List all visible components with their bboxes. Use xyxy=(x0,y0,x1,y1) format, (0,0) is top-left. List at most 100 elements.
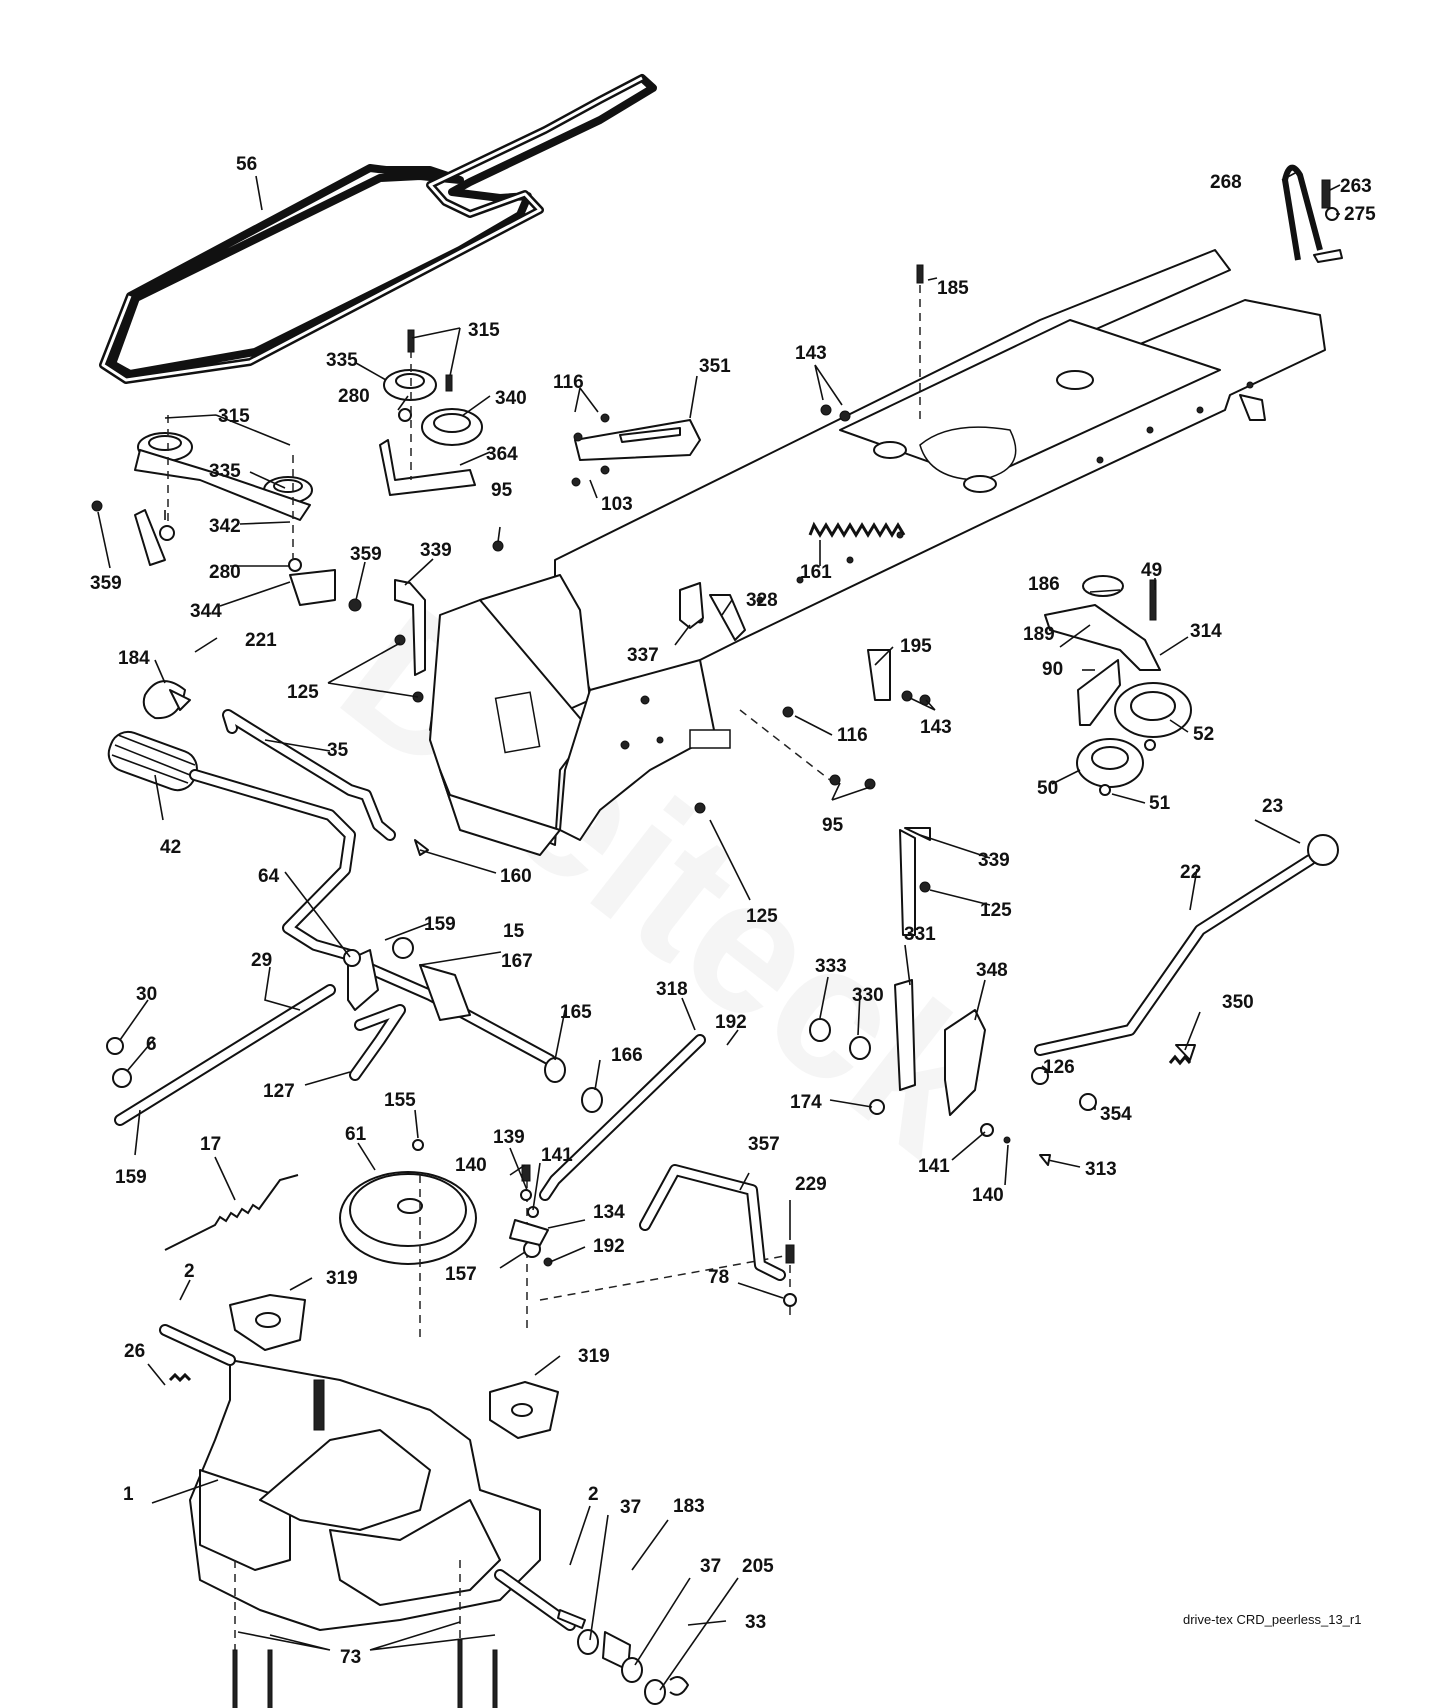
callout-125: 125 xyxy=(287,682,319,703)
callout-23: 23 xyxy=(1262,796,1283,817)
transmission-pulley xyxy=(339,1139,791,1340)
callout-161: 161 xyxy=(800,562,832,583)
callout-33: 33 xyxy=(745,1612,766,1633)
transaxle-assembly xyxy=(159,1294,576,1708)
callout-185: 185 xyxy=(937,278,969,299)
callout-229: 229 xyxy=(795,1174,827,1195)
callout-125: 125 xyxy=(746,906,778,927)
callout-141: 141 xyxy=(541,1145,573,1166)
shift-knob xyxy=(142,680,191,720)
callout-350: 350 xyxy=(1222,992,1254,1013)
callout-221: 221 xyxy=(245,630,277,651)
callout-186: 186 xyxy=(1028,574,1060,595)
idler-pulley-group-left xyxy=(91,415,362,612)
callout-15: 15 xyxy=(503,921,525,942)
chassis-frame xyxy=(429,249,1326,856)
callout-37: 37 xyxy=(620,1497,641,1518)
cross-shaft xyxy=(106,937,603,1126)
callout-183: 183 xyxy=(673,1496,705,1517)
callout-126: 126 xyxy=(1043,1057,1075,1078)
callout-125: 125 xyxy=(980,900,1012,921)
callout-30: 30 xyxy=(136,984,157,1005)
callout-195: 195 xyxy=(900,636,932,657)
callout-318: 318 xyxy=(656,979,688,1000)
callout-2: 2 xyxy=(588,1484,599,1505)
callout-17: 17 xyxy=(200,1134,221,1155)
callout-354: 354 xyxy=(1100,1104,1132,1125)
fasteners xyxy=(394,264,931,893)
callout-331: 331 xyxy=(904,924,936,945)
callout-340: 340 xyxy=(495,388,527,409)
callout-348: 348 xyxy=(976,960,1008,981)
callout-155: 155 xyxy=(384,1090,416,1111)
speed-control-rods xyxy=(539,834,1339,1201)
callout-313: 313 xyxy=(1085,1159,1117,1180)
callout-159: 159 xyxy=(115,1167,147,1188)
callout-50: 50 xyxy=(1037,778,1058,799)
leader-lines xyxy=(97,171,1341,1691)
drawing-reference: drive-tex CRD_peerless_13_r1 xyxy=(1183,1612,1361,1627)
callout-49: 49 xyxy=(1141,560,1162,581)
brackets-misc xyxy=(394,579,931,936)
bypass-rod xyxy=(509,1164,797,1307)
callout-143: 143 xyxy=(795,343,827,364)
extension-spring xyxy=(808,521,906,538)
callout-268: 268 xyxy=(1210,172,1242,193)
callout-315: 315 xyxy=(218,406,250,427)
axle-hardware xyxy=(557,1609,689,1705)
callout-351: 351 xyxy=(699,356,731,377)
callout-339: 339 xyxy=(420,540,452,561)
callout-95: 95 xyxy=(491,480,513,501)
return-spring xyxy=(164,1174,299,1251)
callout-116: 116 xyxy=(837,725,868,746)
callout-56: 56 xyxy=(236,154,257,175)
callout-29: 29 xyxy=(251,950,272,971)
callout-37: 37 xyxy=(700,1556,721,1577)
callout-184: 184 xyxy=(118,648,150,669)
callout-42: 42 xyxy=(160,837,181,858)
callout-73: 73 xyxy=(340,1647,361,1668)
callout-315: 315 xyxy=(468,320,500,341)
callout-116: 116 xyxy=(553,372,584,393)
callout-90: 90 xyxy=(1042,659,1063,680)
callout-344: 344 xyxy=(190,601,222,622)
callout-174: 174 xyxy=(790,1092,822,1113)
idler-pulley-group-upper xyxy=(379,329,483,496)
callout-192: 192 xyxy=(715,1012,747,1033)
callout-335: 335 xyxy=(209,461,241,482)
callout-141: 141 xyxy=(918,1156,950,1177)
callout-35: 35 xyxy=(327,740,349,761)
callout-330: 330 xyxy=(852,985,884,1006)
callout-labels: 56 268 263 275 185 315 335 280 340 364 1… xyxy=(90,154,1376,1668)
callout-22: 22 xyxy=(1180,862,1201,883)
callout-26: 26 xyxy=(124,1341,145,1362)
callout-192: 192 xyxy=(593,1236,625,1257)
callout-134: 134 xyxy=(593,1202,625,1223)
callout-333: 333 xyxy=(815,956,847,977)
callout-139: 139 xyxy=(493,1127,525,1148)
callout-160: 160 xyxy=(500,866,532,887)
idler-pulley-group-right xyxy=(1044,575,1192,796)
callout-335: 335 xyxy=(326,350,358,371)
callout-157: 157 xyxy=(445,1264,477,1285)
callout-103: 103 xyxy=(601,494,633,515)
callout-159: 159 xyxy=(424,914,456,935)
callout-314: 314 xyxy=(1190,621,1222,642)
callout-127: 127 xyxy=(263,1081,295,1102)
callout-263: 263 xyxy=(1340,176,1372,197)
callout-328: 328 xyxy=(746,590,778,611)
callout-64: 64 xyxy=(258,866,280,887)
hand-grip xyxy=(107,730,198,792)
callout-319: 319 xyxy=(326,1268,358,1289)
callout-61: 61 xyxy=(345,1124,367,1145)
spring-chain-assembly xyxy=(1282,164,1343,263)
callout-167: 167 xyxy=(501,951,533,972)
callout-280: 280 xyxy=(209,562,241,583)
callout-359: 359 xyxy=(90,573,122,594)
callout-189: 189 xyxy=(1023,624,1055,645)
callout-319: 319 xyxy=(578,1346,610,1367)
callout-205: 205 xyxy=(742,1556,774,1577)
callout-165: 165 xyxy=(560,1002,592,1023)
callout-357: 357 xyxy=(748,1134,780,1155)
